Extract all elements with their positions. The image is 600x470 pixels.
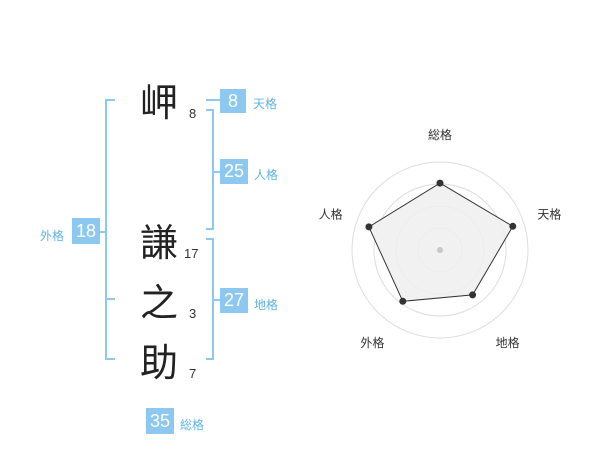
- sou-label: 総格: [180, 418, 205, 432]
- jin-bracket-vertical: [212, 109, 214, 229]
- radar-point-5: [365, 223, 373, 231]
- ten-bracket: [206, 99, 220, 101]
- ten-label: 天格: [253, 97, 278, 111]
- chi-label: 地格: [254, 298, 279, 312]
- radar-axis-label-4: 外格: [360, 335, 384, 350]
- radar-axis-label-5: 人格: [319, 207, 343, 222]
- radar-ring-4: [351, 161, 529, 339]
- jin-bracket-connector: [212, 171, 220, 173]
- gai-value-badge: 18: [72, 218, 100, 244]
- radar-point-3: [469, 291, 477, 299]
- name-char-4: 助: [140, 341, 179, 385]
- jin-value-badge: 25: [220, 159, 248, 184]
- radar-axis-label-2: 天格: [537, 207, 561, 222]
- chi-bracket-connector: [212, 299, 220, 301]
- stroke-count-2: 17: [184, 246, 199, 261]
- gai-bracket-vertical: [105, 99, 107, 359]
- name-char-2: 謙: [140, 221, 179, 265]
- stroke-count-1: 8: [189, 106, 197, 121]
- radar-point-4: [399, 297, 407, 305]
- radar-point-2: [509, 222, 517, 230]
- sou-value-badge: 35: [146, 408, 174, 434]
- ten-value-badge: 8: [220, 89, 246, 113]
- name-char-3: 之: [140, 281, 179, 325]
- stroke-count-4: 7: [189, 366, 197, 381]
- chi-value-badge: 27: [220, 288, 248, 313]
- gai-label: 外格: [40, 229, 65, 243]
- chi-bracket-bottom: [206, 358, 214, 360]
- radar-point-1: [436, 179, 444, 187]
- name-char-1: 岬: [140, 81, 179, 125]
- radar-axis-label-1: 総格: [428, 127, 452, 142]
- gai-bracket-top: [105, 99, 115, 101]
- gai-bracket-middle: [105, 298, 115, 300]
- jin-bracket-top: [206, 109, 214, 111]
- jin-bracket-bottom: [206, 228, 214, 230]
- stroke-count-3: 3: [189, 306, 197, 321]
- gai-bracket-connector: [100, 231, 106, 233]
- radar-series-polygon: [368, 182, 514, 302]
- radar-axis-label-3: 地格: [496, 335, 520, 350]
- gai-bracket-bottom: [105, 358, 115, 360]
- chi-bracket-top: [206, 238, 214, 240]
- jin-label: 人格: [254, 168, 279, 182]
- radar-center-dot: [437, 247, 443, 253]
